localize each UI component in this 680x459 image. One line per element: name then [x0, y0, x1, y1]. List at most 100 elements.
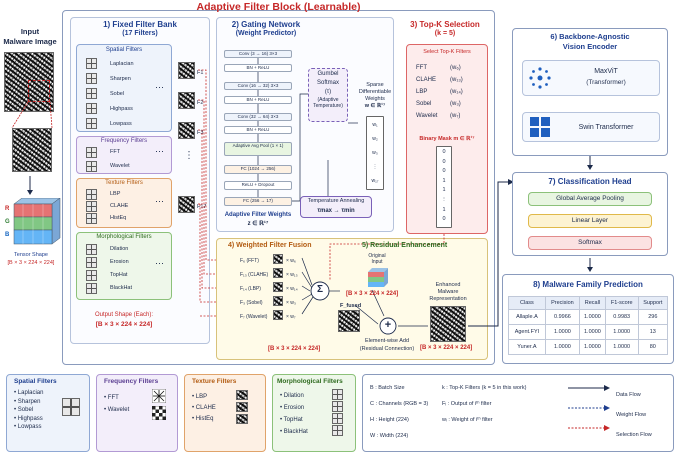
table-header-row: Class Precision Recall F1-score Support	[508, 296, 669, 310]
original-input-label: Original	[368, 253, 386, 259]
flow-legend-labels: Data Flow Weight Flow Selection Flow	[616, 385, 652, 445]
table-row: Yuner.A 1.0000 1.0000 1.0000 80	[508, 339, 669, 355]
spatial-filters-title: Spatial Filters	[105, 47, 143, 53]
annealing-formula: τmax → τmin	[317, 208, 355, 214]
topk-weight-3: (w₁₄)	[450, 89, 463, 95]
prediction-title: 8) Malware Family Prediction	[533, 280, 643, 289]
filter-output-f2	[178, 92, 195, 109]
cell: 1.0000	[544, 324, 581, 340]
enhanced-image	[430, 306, 466, 342]
topk-header: Select Top-K Filters	[423, 49, 471, 55]
fused-shape: [B × 3 × 224 × 224]	[268, 346, 321, 352]
fusion-thumb-3	[273, 282, 283, 292]
zoom-lines	[11, 101, 53, 195]
binary-mask-values: 0 0 0 1 1 ⋮ 1 0	[436, 148, 452, 225]
gap-label: Global Average Pooling	[556, 195, 624, 202]
topk-filter-1: FFT	[416, 65, 427, 71]
fusion-weight-2: × w₁₃	[286, 272, 298, 278]
binary-mask-label: Binary Mask m ∈ ℝ¹⁷	[419, 136, 475, 142]
legend-frequency-title: Frequency Filters	[104, 378, 159, 385]
notation-fi: Fᵢ : Output of iᵗʰ filter	[442, 401, 492, 407]
legend-morphological-title: Morphological Filters	[277, 378, 343, 385]
head-title: 7) Classification Head	[548, 177, 632, 186]
w-entry-2: w₂	[372, 136, 378, 142]
input-zoom-image	[12, 128, 52, 172]
filter-wavelet: Wavelet	[110, 163, 130, 169]
fusion-row-5: F₇ (Wavelet)	[240, 314, 268, 320]
softmax-line-4: (Adaptive	[317, 97, 339, 103]
flow-legend-lines	[568, 385, 610, 431]
histeq-kernel-icon	[86, 213, 97, 224]
filter-bank-subtitle: (17 Filters)	[122, 30, 158, 37]
legend-morphological-items: • Dilation • Erosion • TopHat • BlackHat	[280, 390, 308, 438]
annealing-label: Temperature Annealing	[307, 198, 365, 204]
prediction-table: Class Precision Recall F1-score Support …	[508, 296, 669, 355]
filter-blackhat: BlackHat	[110, 285, 133, 291]
input-label: Input	[20, 27, 40, 36]
fusion-title: 4) Weighted Filter Fusion	[228, 242, 312, 249]
residual-connection-label: (Residual Connection)	[359, 346, 415, 352]
legend-spatial-kernel-icon	[62, 398, 80, 416]
topk-title: 3) Top-K Selection	[410, 20, 480, 29]
channel-g: G	[5, 219, 10, 225]
notation-h: H : Height (224)	[370, 417, 409, 423]
original-input-shape: [B × 3 × 224 × 224]	[346, 291, 399, 297]
layer-fc-1: FC (1024 → 256)	[224, 165, 292, 174]
original-input-label-2: Input	[371, 259, 383, 265]
filter-sobel: Sobel	[110, 91, 125, 97]
cell: 13	[637, 324, 669, 340]
col-support: Support	[637, 296, 669, 310]
fusion-weights: × w₆ × w₁₃ × w₁₄ × w₃ × w₇	[286, 254, 298, 324]
filter-clahe: CLAHE	[110, 203, 129, 209]
col-class: Class	[508, 296, 546, 310]
mask-value-4: 1	[442, 177, 446, 184]
legend-texture-item: • CLAHE	[192, 405, 216, 411]
legend-morph-item: • Erosion	[280, 405, 305, 411]
softmax-line-1: Gumbel	[317, 71, 339, 77]
topk-filter-4: Sobel	[416, 101, 432, 107]
filter-fft: FFT	[110, 149, 121, 155]
output-shape-label: Output Shape (Each):	[94, 312, 154, 318]
layer-relu-dropout: ReLU + Dropout	[224, 181, 292, 190]
fusion-row-3: F₁₄ (LBP)	[240, 286, 261, 292]
enhanced-shape: [B × 3 × 224 × 224]	[420, 345, 473, 351]
channel-r: R	[5, 206, 10, 212]
layer-conv-3: Conv (32 → 64) 3×3	[224, 113, 292, 121]
layer-bn-relu-2: BN + ReLU	[224, 96, 292, 104]
main-title: Adaptive Filter Block (Learnable)	[196, 1, 361, 13]
legend-lbp-thumb	[236, 390, 248, 400]
cell: Agent.FYI	[508, 324, 546, 340]
enhanced-line-2: Malware	[437, 289, 459, 295]
tophat-kernel-icon	[86, 270, 97, 281]
legend-spatial-item: • Laplacian	[14, 390, 44, 396]
filter-erosion: Erosion	[110, 259, 129, 265]
fusion-rows: F₆ (FFT) F₁₃ (CLAHE) F₁₄ (LBP) F₃ (Sobel…	[240, 254, 268, 324]
mask-value-6: ⋮	[441, 196, 447, 203]
cell: 1.0000	[579, 309, 606, 325]
mask-value-8: 0	[442, 216, 446, 223]
cell: 1.0000	[544, 339, 581, 355]
legend-spatial-items: • Laplacian • Sharpen • Sobel • Highpass…	[14, 389, 43, 432]
topk-filter-5: Wavelet	[416, 113, 438, 119]
bank-ellipsis-3: ⋯	[155, 196, 164, 206]
texture-filters-title: Texture Filters	[105, 180, 143, 186]
sum-symbol: Σ	[316, 284, 323, 295]
filter-tophat: TopHat	[110, 272, 128, 278]
w-entry-1: w₁	[372, 122, 378, 128]
col-f1: F1-score	[604, 296, 639, 310]
legend-spatial-item: • Highpass	[14, 415, 43, 422]
swin-name: Swin Transformer	[578, 124, 634, 131]
zoom-region	[28, 80, 50, 102]
binary-mask-vector	[436, 146, 452, 228]
channel-b: B	[5, 232, 10, 238]
filter-laplacian: Laplacian	[110, 61, 134, 67]
mask-value-5: 1	[442, 187, 446, 194]
legend-fft-icon	[152, 389, 166, 403]
notation-b: B : Batch Size	[370, 385, 405, 391]
filter-lowpass: Lowpass	[110, 121, 132, 127]
softmax-line-5: Temperature)	[313, 103, 343, 109]
wavelet-kernel-icon	[86, 161, 97, 172]
notation-wi: wᵢ : Weight of iᵗʰ filter	[442, 417, 493, 423]
